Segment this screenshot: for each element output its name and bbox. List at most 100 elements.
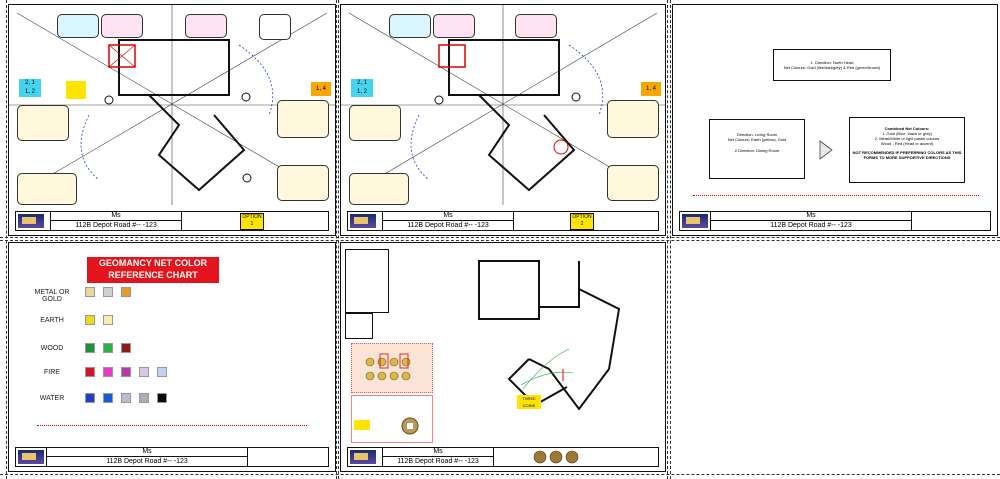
sector-label: 1, 2	[356, 89, 367, 95]
net-colour-summary-sheet[interactable]: 1. Direction: North Head Net Colours: Go…	[672, 4, 998, 236]
sector-label: 2, 1	[24, 80, 35, 86]
client-address: 112B Depot Road #-- -123	[407, 222, 489, 229]
disclaimer-line	[693, 195, 979, 201]
annotation-bubble	[515, 14, 557, 38]
box-line: Net Colours: Earth (yellow), Gold	[727, 137, 787, 142]
colour-chart-sheet[interactable]: GEOMANCY NET COLOR REFERENCE CHART METAL…	[8, 242, 336, 472]
annotation-bubble	[389, 14, 431, 38]
company-logo	[350, 214, 376, 228]
company-logo	[18, 450, 44, 464]
colour-row-label: EARTH	[40, 317, 64, 324]
client-address: 112B Depot Road #-- -123	[770, 222, 852, 229]
box-line: 2. Metal/White or light pastel colours	[874, 136, 940, 141]
page-divider	[667, 0, 668, 479]
title-block: Ms 112B Depot Road #-- -123	[679, 211, 991, 231]
page-divider	[338, 0, 339, 479]
colour-swatch	[121, 367, 131, 377]
company-logo	[682, 214, 708, 228]
coin-illustration	[351, 395, 433, 443]
chart-title: GEOMANCY NET COLOR REFERENCE CHART	[87, 257, 219, 283]
colour-swatch	[139, 367, 149, 377]
title-block: Ms 112B Depot Road #-- -123 OPTION 1	[15, 211, 329, 231]
annotation-bubble	[57, 14, 99, 38]
page-divider	[670, 0, 671, 479]
colour-swatch	[103, 287, 113, 297]
company-logo	[350, 450, 376, 464]
chart-title-line: REFERENCE CHART	[108, 270, 198, 280]
sector-label: 2, 1	[356, 80, 367, 86]
floor-plan-drawing	[478, 260, 621, 411]
annotation-bubble	[101, 14, 143, 38]
box-line: Net Colours: Gold (like/darkgrey) & Red …	[783, 65, 881, 70]
box-line: 1. Direction: North Head	[810, 60, 854, 65]
client-name: Ms	[51, 212, 181, 221]
direction-box-top: 1. Direction: North Head Net Colours: Go…	[773, 49, 891, 81]
colour-row-label: METAL OR GOLD	[34, 289, 70, 303]
annotation-bubble	[277, 100, 329, 138]
client-address: 112B Depot Road #-- -123	[75, 222, 157, 229]
colour-row-label: WOOD	[40, 345, 64, 352]
annotation-bubble	[277, 165, 329, 201]
page-divider	[0, 474, 1000, 475]
colour-swatch	[121, 393, 131, 403]
legend-panel	[345, 313, 373, 339]
colour-swatch	[85, 367, 95, 377]
colour-row-label: WATER	[39, 395, 65, 402]
annotation-bubble	[607, 165, 659, 201]
page-divider	[6, 0, 7, 479]
coin-icon	[401, 417, 419, 435]
legend-panel	[345, 249, 389, 313]
disclaimer-line	[37, 425, 307, 431]
sector-tag: 2, 1 1, 2	[351, 79, 373, 97]
colour-swatch	[139, 393, 149, 403]
page-divider	[336, 0, 337, 479]
client-address: 112B Depot Road #-- -123	[106, 458, 188, 465]
floor-plan-sheet[interactable]: 2, 1 1, 2 1, 4 Ms 112B Depot Road #-- -1…	[340, 4, 666, 236]
colour-row-label: FIRE	[44, 369, 60, 376]
option-badge: OPTION 2	[570, 213, 594, 230]
chart-title-line: GEOMANCY NET COLOR	[98, 258, 208, 268]
highlight-marker	[66, 81, 86, 99]
colour-swatch	[103, 315, 113, 325]
colour-swatch	[157, 393, 167, 403]
arrow-right-icon	[819, 140, 833, 160]
annotation-bubble	[433, 14, 475, 38]
colour-swatch	[103, 367, 113, 377]
sector-tag: 2, 1 1, 2	[19, 79, 41, 97]
coin-placement-sheet[interactable]: THREE COINS Ms 112B Depot Road #-- -123	[340, 242, 666, 472]
highlight-marker	[354, 420, 370, 430]
colour-swatch	[85, 287, 95, 297]
coin-icon-group	[533, 450, 579, 464]
colour-swatch	[85, 393, 95, 403]
title-block: Ms 112B Depot Road #-- -123 OPTION 2	[347, 211, 659, 231]
floor-plan-sheet[interactable]: 2, 1 1, 2 1, 4 Ms 112B Depot Road #-- -1…	[8, 4, 336, 236]
empty-sheet	[672, 242, 998, 472]
client-name: Ms	[711, 212, 911, 221]
title-block: Ms 112B Depot Road #-- -123	[347, 447, 659, 467]
sector-label: 1, 2	[24, 89, 35, 95]
page-divider	[0, 237, 1000, 238]
client-address: 112B Depot Road #-- -123	[397, 458, 479, 465]
direction-box-left: Direction: Living Room Net Colours: Eart…	[709, 119, 805, 179]
page-divider	[0, 240, 1000, 241]
annotation-bubble	[185, 14, 227, 38]
annotation-bubble	[349, 173, 409, 205]
box-line: 2.Direction: Dining Room	[734, 148, 780, 153]
annotation-bubble	[349, 105, 401, 141]
combined-colours-box: Combined Net Colours: 1. Gold (Blue, bla…	[849, 117, 965, 183]
annotation-bubble	[17, 173, 77, 205]
annotation-bubble	[607, 100, 659, 138]
box-line: Wood - Red (Head or accent)	[880, 141, 934, 146]
box-line: Direction: Living Room	[736, 132, 778, 137]
company-logo	[18, 214, 44, 228]
colour-swatch	[103, 343, 113, 353]
colour-swatch	[85, 315, 95, 325]
title-block: Ms 112B Depot Road #-- -123	[15, 447, 329, 467]
colour-swatch	[157, 367, 167, 377]
box-line: 1. Gold (Blue, black or grey)	[882, 131, 932, 136]
client-name: Ms	[47, 448, 247, 457]
coin-illustration	[351, 343, 433, 393]
colour-swatch	[121, 287, 131, 297]
sector-tag: 1, 4	[311, 82, 331, 96]
colour-swatch	[85, 343, 95, 353]
